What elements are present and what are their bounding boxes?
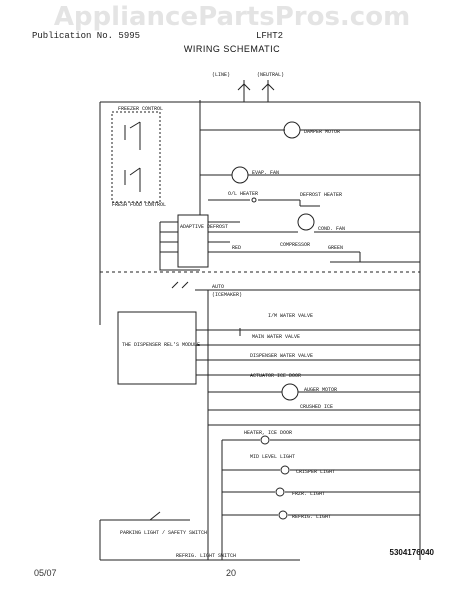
auto-label: AUTO <box>212 284 224 290</box>
part-number: 5304176040 <box>389 548 435 557</box>
actuator-ice-door-label: ACTUATOR ICE DOOR <box>250 373 301 379</box>
green-wire-label: GREEN <box>328 245 343 251</box>
adaptive-defrost-label: ADAPTIVE DEFROST <box>180 224 228 230</box>
crushed-ice-label: CRUSHED ICE <box>300 404 333 410</box>
defrost-heater-label: DEFROST HEATER <box>300 192 342 198</box>
neutral-label: (NEUTRAL) <box>257 72 284 78</box>
compressor-label: COMPRESSOR <box>280 242 310 248</box>
frzr-light-label: FRZR. LIGHT <box>292 491 325 497</box>
ice-maker-label: (ICEMAKER) <box>212 292 242 298</box>
line-label: (LINE) <box>212 72 230 78</box>
mid-level-light-label: MID LEVEL LIGHT <box>250 454 295 460</box>
ice-water-valve-label: I/M WATER VALVE <box>268 313 313 319</box>
parking-light-switch-label: PARKING LIGHT / SAFETY SWITCH <box>120 530 207 536</box>
cond-fan-label: COND. FAN <box>318 226 345 232</box>
dispenser-water-valve-label: DISPENSER WATER VALVE <box>250 353 313 359</box>
auger-motor-label: AUGER MOTOR <box>304 387 337 393</box>
damper-motor-label: DAMPER MOTOR <box>304 129 340 135</box>
heater-ice-door-label: HEATER, ICE DOOR <box>244 430 292 436</box>
footer-date: 05/07 <box>34 568 57 578</box>
footer-page: 20 <box>226 568 237 578</box>
refrig-light-switch-label: REFRIG. LIGHT SWITCH <box>176 553 236 559</box>
crisper-light-label: CRISPER LIGHT <box>296 469 335 475</box>
page-title: WIRING SCHEMATIC <box>183 44 281 54</box>
dispenser-module-label: THE DISPENSER REL'S MODULE <box>122 342 200 348</box>
evap-fan-label: EVAP. FAN <box>252 170 279 176</box>
red-wire-label: RED <box>232 245 241 251</box>
freezer-control-label: FREEZER CONTROL <box>118 106 163 112</box>
main-water-valve-label: MAIN WATER VALVE <box>252 334 300 340</box>
publication-number: Publication No. 5995 <box>32 31 141 41</box>
watermark: AppliancePartsPros.com <box>53 2 411 32</box>
fresh-food-control-label: FRESH FOOD CONTROL <box>112 202 166 208</box>
ol-heater-label: O/L HEATER <box>228 191 258 197</box>
model-number: LFHT2 <box>256 31 284 41</box>
refrig-light-label: REFRIG. LIGHT <box>292 514 331 520</box>
